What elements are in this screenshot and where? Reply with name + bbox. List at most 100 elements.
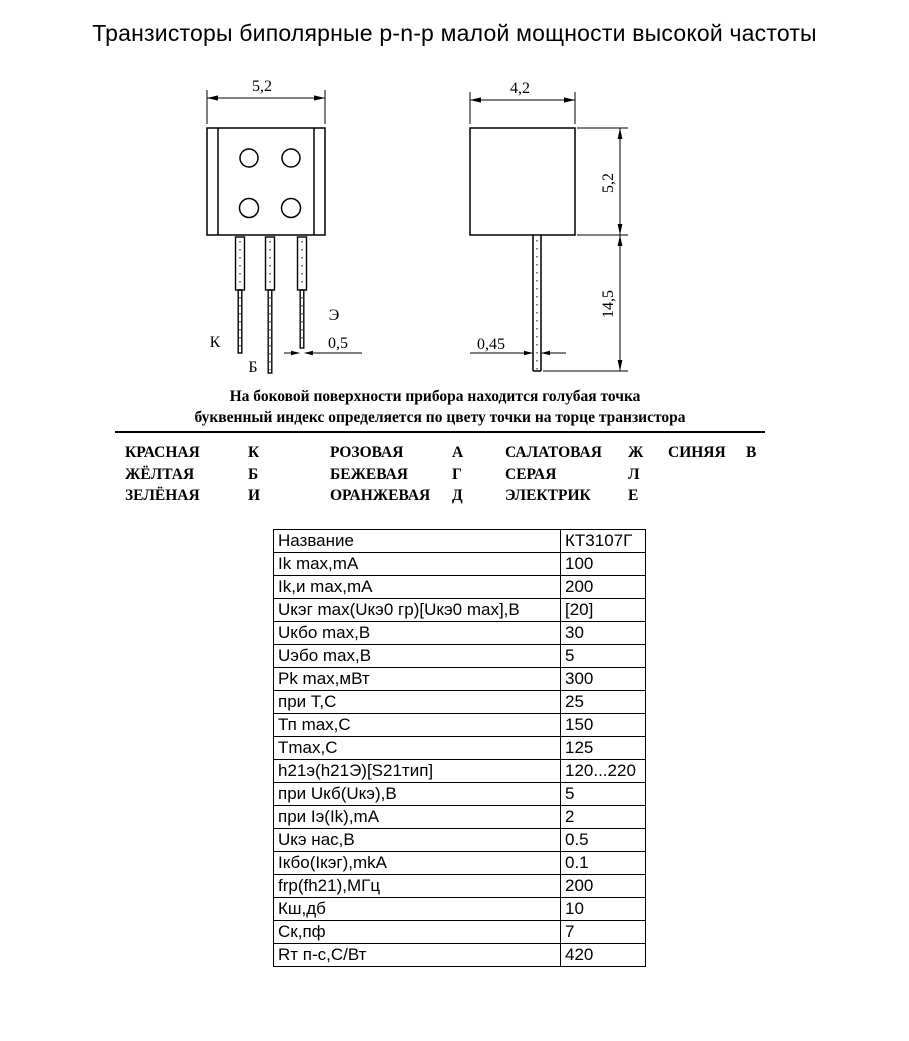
side-view-body — [469, 127, 576, 372]
spec-value: 25 — [560, 690, 646, 714]
pin-label-base: Б — [248, 359, 257, 376]
dim-front-lead-width: 0,5 — [328, 335, 348, 352]
color-code-name: СЕРАЯ — [505, 465, 557, 483]
spec-row: Uкэг max(Uкэ0 гр)[Uкэ0 max],В[20] — [273, 598, 646, 622]
color-code-letter: Л — [628, 465, 640, 483]
spec-param: Название — [273, 529, 561, 553]
spec-value: 150 — [560, 713, 646, 737]
dim-front-body-width: 5,2 — [252, 78, 272, 95]
color-code-name: СИНЯЯ — [668, 444, 726, 461]
dim-side-body-height: 5,2 — [600, 173, 617, 193]
side-view-drawing — [469, 92, 628, 372]
spec-value: КТ3107Г — [560, 529, 646, 553]
spec-param: Rт п-с,С/Вт — [273, 943, 561, 967]
spec-value: 5 — [560, 644, 646, 668]
color-code-name: КРАСНАЯ — [125, 444, 200, 461]
spec-param: при Т,С — [273, 690, 561, 714]
spec-param: при Uкб(Uкэ),В — [273, 782, 561, 806]
spec-value: 2 — [560, 805, 646, 829]
side-view-dimension-arrows — [470, 97, 623, 371]
pin-label-collector: К — [210, 334, 221, 351]
spec-param: Uкэг max(Uкэ0 гр)[Uкэ0 max],В — [273, 598, 561, 622]
spec-param: Uкэ нас,В — [273, 828, 561, 852]
spec-param: Тп max,С — [273, 713, 561, 737]
spec-value: [20] — [560, 598, 646, 622]
color-code-letter — [746, 464, 786, 486]
spec-param: при Iэ(Ik),mA — [273, 805, 561, 829]
note-line-1: На боковой поверхности прибора находится… — [229, 388, 641, 405]
spec-param: frp(fh21),МГц — [273, 874, 561, 898]
spec-value: 300 — [560, 667, 646, 691]
spec-value: 200 — [560, 874, 646, 898]
pin-label-emitter: Э — [329, 307, 340, 324]
dim-side-lead-width: 0,45 — [477, 336, 505, 353]
spec-param: Iкбо(Iкэг),mkA — [273, 851, 561, 875]
dim-side-body-width: 4,2 — [510, 80, 530, 97]
package-drawings: 5,2 К Б Э 0,5 4,2 5,2 14,5 0,45 — [206, 78, 628, 376]
color-code-letter: Г — [452, 465, 462, 483]
spec-value: 200 — [560, 575, 646, 599]
side-view-dimension-lines — [469, 92, 628, 372]
page-title: Транзисторы биполярные p-n-p малой мощно… — [92, 20, 817, 46]
spec-value: 7 — [560, 920, 646, 944]
spec-value: 0.5 — [560, 828, 646, 852]
color-code-table: КРАСНАЯ К РОЗОВАЯ А САЛАТОВАЯ Ж СИНЯЯ В ЖЁЛТАЯ Б Б… — [125, 442, 786, 507]
color-code-name: РОЗОВАЯ — [330, 444, 404, 461]
spec-param: Pk max,мВт — [273, 667, 561, 691]
dim-side-lead-length: 14,5 — [600, 290, 617, 318]
color-code-name: ЭЛЕКТРИК — [505, 487, 591, 504]
color-code-name — [668, 464, 746, 486]
color-code-name: САЛАТОВАЯ — [505, 444, 602, 461]
front-view-drawing — [206, 90, 362, 374]
color-code-letter — [746, 485, 786, 507]
spec-value: 125 — [560, 736, 646, 760]
color-code-name — [668, 485, 746, 507]
color-code-name: БЕЖЕВАЯ — [330, 465, 408, 483]
spec-value: 30 — [560, 621, 646, 645]
note-line-2: буквенный индекс определяется по цвету т… — [115, 409, 765, 433]
spec-value: 100 — [560, 552, 646, 576]
spec-param: Ik max,mA — [273, 552, 561, 576]
spec-param: Тmax,С — [273, 736, 561, 760]
color-code-letter: Б — [248, 465, 259, 483]
color-code-name: ЗЕЛЁНАЯ — [125, 487, 200, 504]
color-code-name: ЖЁЛТАЯ — [125, 465, 195, 483]
color-code-letter: Ж — [628, 444, 644, 461]
spec-value: 5 — [560, 782, 646, 806]
spec-param: Uэбо max,В — [273, 644, 561, 668]
spec-value: 120...220 — [560, 759, 646, 783]
spec-param: Uкбо max,В — [273, 621, 561, 645]
spec-row: h21э(h21Э)[S21тип]120...220 — [273, 759, 646, 783]
spec-param: Ik,и max,mA — [273, 575, 561, 599]
color-code-letter: И — [248, 487, 261, 504]
spec-value: 0.1 — [560, 851, 646, 875]
spec-param: h21э(h21Э)[S21тип] — [273, 759, 561, 783]
front-view-dimension-arrows — [207, 95, 325, 356]
pin-centerlines — [239, 241, 303, 370]
color-code-letter: К — [248, 444, 260, 461]
color-code-letter: В — [746, 444, 757, 461]
color-code-letter: Е — [628, 487, 639, 504]
spec-value: 420 — [560, 943, 646, 967]
front-view-body — [206, 127, 326, 236]
color-code-letter: А — [452, 444, 464, 461]
